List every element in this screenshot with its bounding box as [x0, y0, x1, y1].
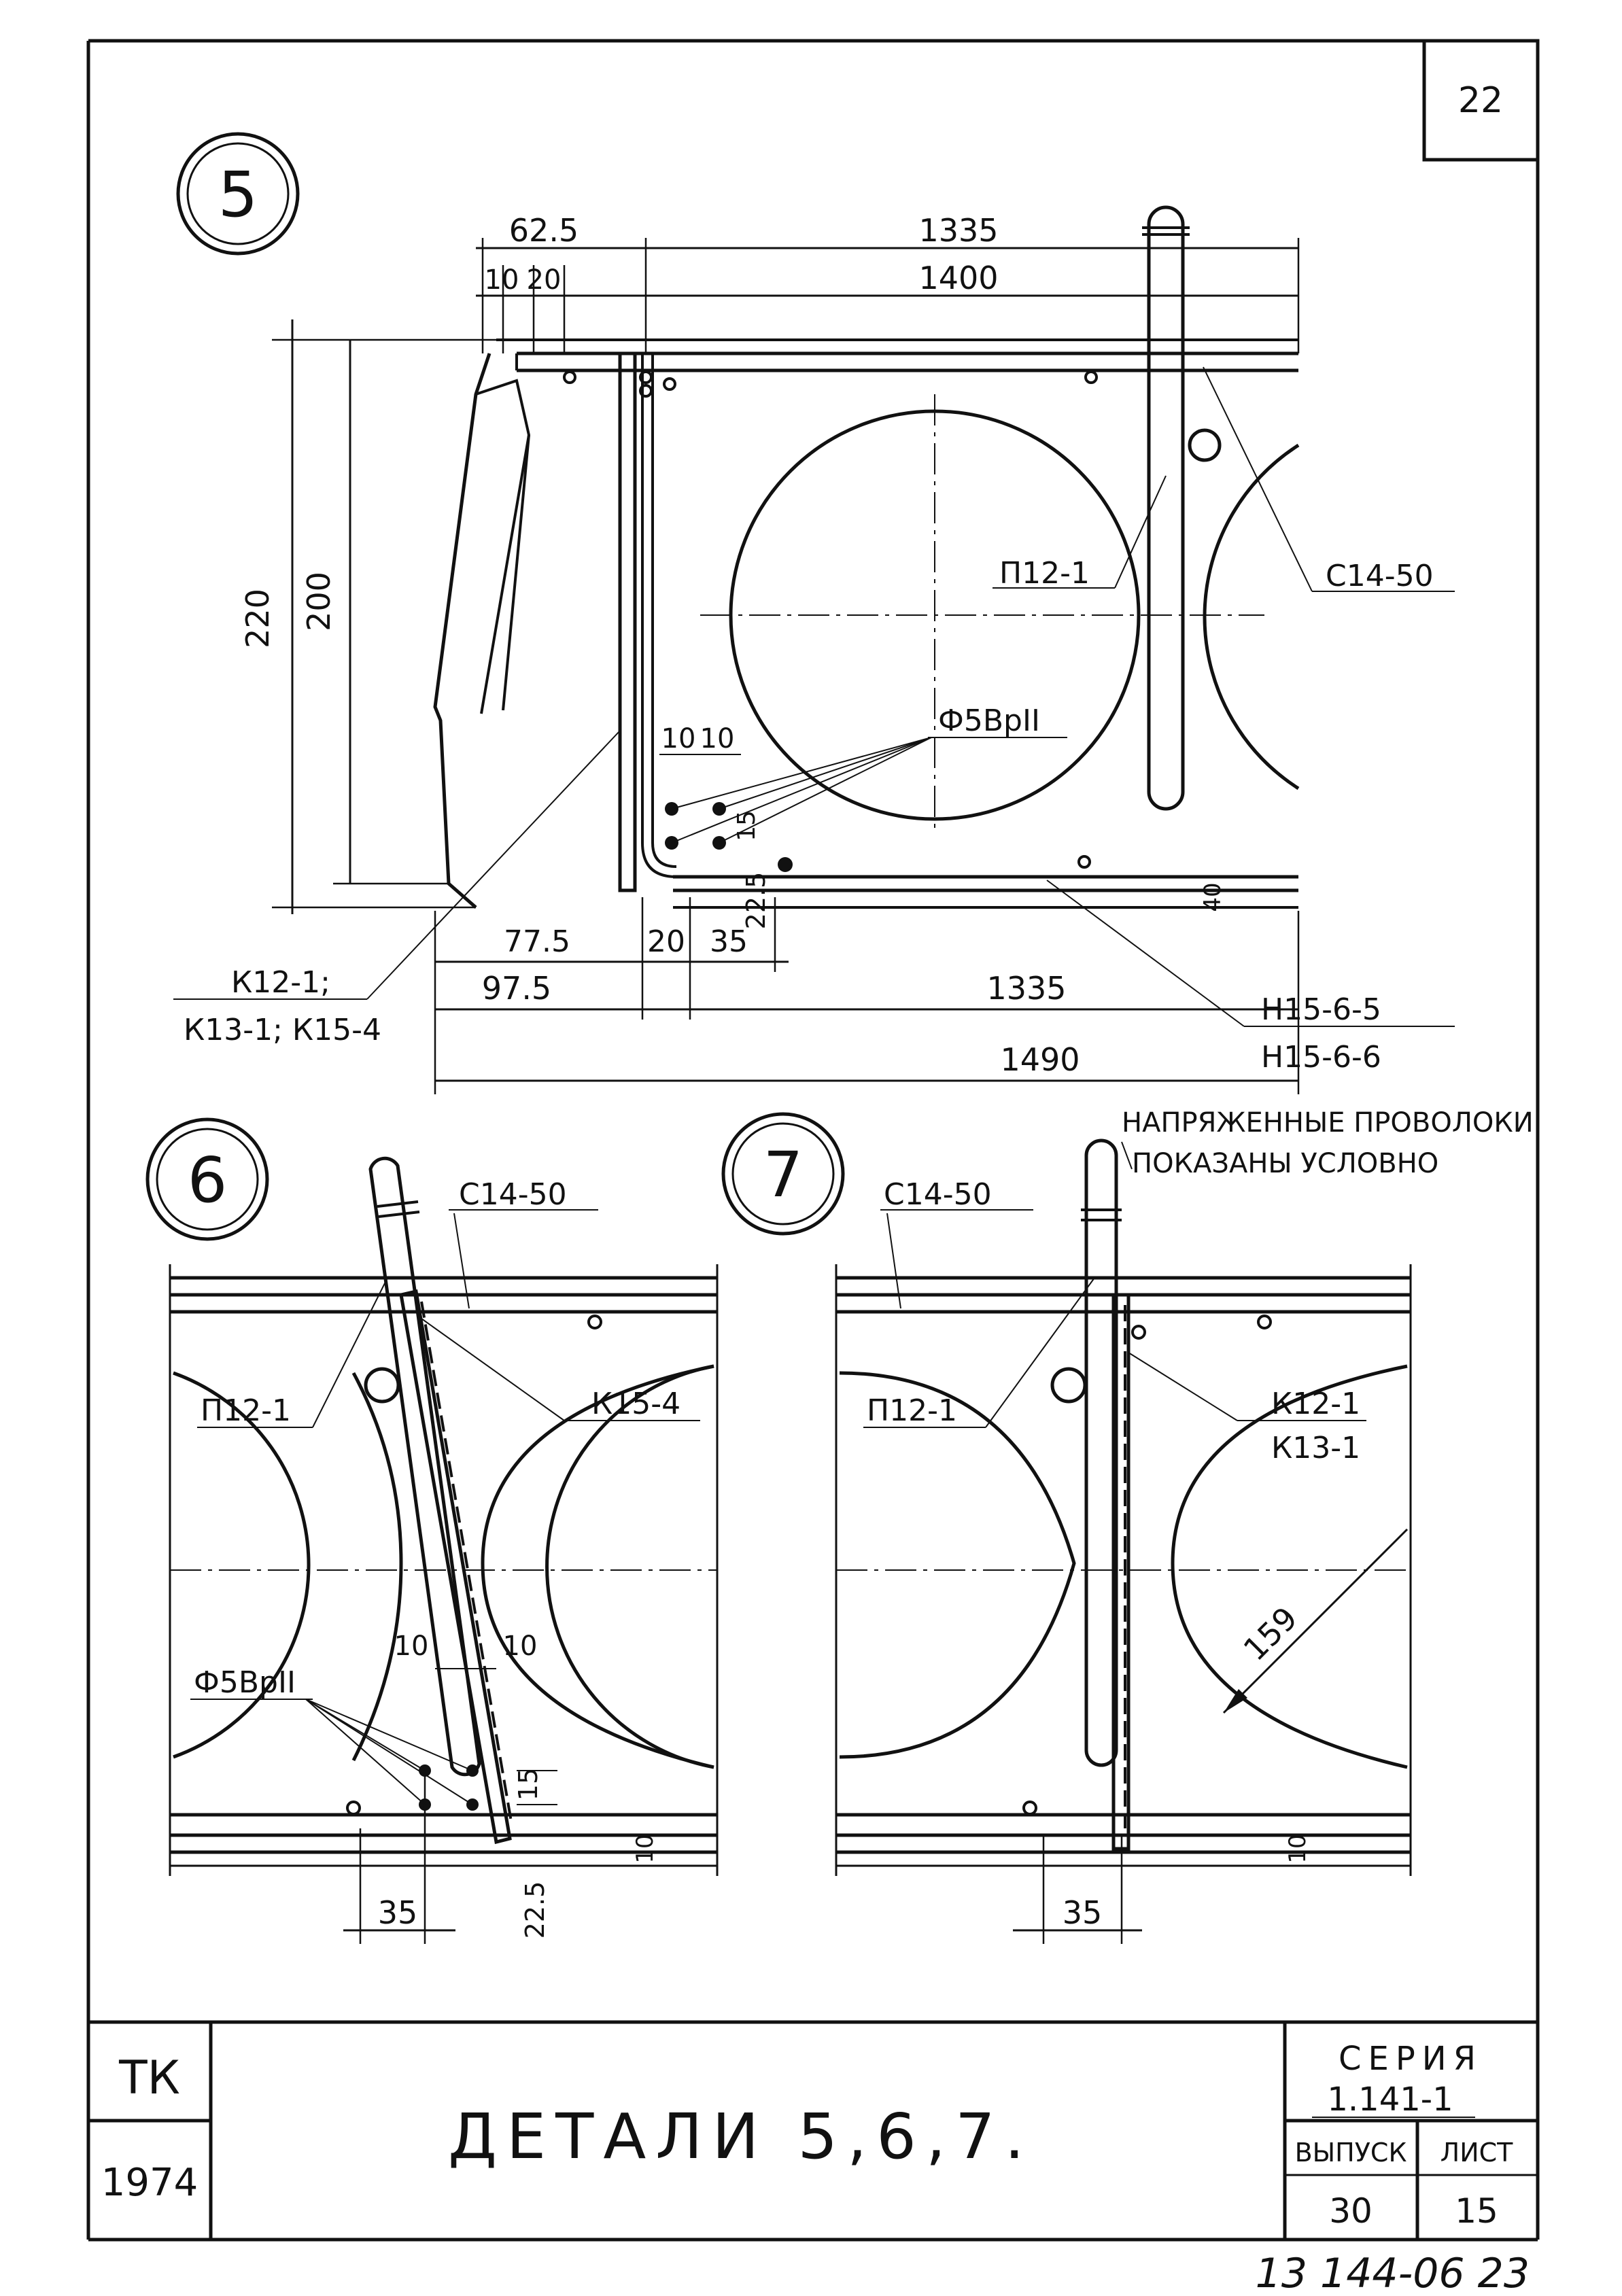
detail-7-number: 7	[763, 1138, 804, 1211]
dim-1400: 1400	[918, 260, 998, 296]
sheet-frame	[86, 39, 1540, 2242]
sheet-label: ЛИСТ	[1440, 2138, 1514, 2168]
note-line-2: ПОКАЗАНЫ УСЛОВНО	[1132, 1148, 1438, 1179]
label-7-c14-50: С14-50	[884, 1177, 992, 1212]
detail-5-tapered-end	[433, 353, 531, 909]
label-c14-50: С14-50	[1326, 559, 1434, 593]
title-block: ТК 1974 ДЕТАЛИ 5,6,7. СЕРИЯ 1.141-1 ВЫПУ…	[88, 2020, 1538, 2240]
detail-6-wires	[419, 1764, 479, 1811]
issue-label: ВЫПУСК	[1295, 2138, 1407, 2168]
detail-7-labels: С14-50 П12-1 К12-1 К13-1	[863, 1177, 1366, 1465]
dim-77-5: 77.5	[504, 924, 570, 959]
dim-10-a: 10	[661, 723, 696, 754]
page-number-box: 22	[1422, 39, 1540, 162]
detail-7-chords	[835, 1264, 1412, 1876]
dim-7-159: 159	[1237, 1600, 1305, 1668]
label-6-c14-50: С14-50	[459, 1177, 567, 1212]
detail-5-labels: П12-1 С14-50 Ф5ВрII К12-1; К13-1; К15-4 …	[173, 366, 1455, 1075]
dim-6-22-5: 22.5	[520, 1881, 550, 1939]
detail-5-loop	[1142, 205, 1222, 811]
label-7-k13-1: К13-1	[1271, 1431, 1360, 1465]
dim-200: 200	[300, 572, 337, 631]
dim-10-b: 10	[700, 723, 735, 754]
label-wire-5: Ф5ВрII	[938, 703, 1040, 738]
drawing-title: ДЕТАЛИ 5,6,7.	[448, 2100, 1034, 2173]
dim-1335-top: 1335	[918, 212, 998, 249]
dim-62-5: 62.5	[509, 212, 579, 249]
detail-5-marker: 5	[176, 132, 300, 256]
dim-22-5-bottom: 22.5	[741, 872, 771, 930]
dim-220: 220	[239, 589, 276, 648]
dim-20-bottom: 20	[647, 924, 685, 959]
label-6-k15-4: К15-4	[591, 1387, 680, 1421]
dim-10-top: 10	[485, 264, 519, 296]
label-6-p12-1: П12-1	[201, 1393, 291, 1428]
detail-5-web-openings	[700, 394, 1300, 829]
series-label: СЕРИЯ	[1339, 2040, 1483, 2078]
note-line-1: НАПРЯЖЕННЫЕ ПРОВОЛОКИ	[1122, 1107, 1534, 1138]
issue-value: 30	[1329, 2191, 1373, 2231]
dim-7-35: 35	[1063, 1894, 1103, 1931]
dim-1490: 1490	[1000, 1041, 1080, 1078]
label-h15-6-5: Н15-6-5	[1261, 992, 1381, 1027]
detail-6-inclined-plate	[399, 1289, 513, 1845]
dim-6-10c: 10	[632, 1834, 659, 1863]
series-value: 1.141-1	[1327, 2081, 1453, 2119]
detail-7: 7 НАПРЯЖЕННЫЕ ПРОВОЛОКИ ПОКАЗАНЫ УСЛОВНО	[721, 1107, 1534, 1944]
dim-6-10a: 10	[394, 1631, 429, 1662]
dim-40: 40	[1199, 882, 1226, 911]
detail-7-marker: 7	[721, 1112, 845, 1236]
dim-35-bottom: 35	[710, 924, 748, 959]
dim-7-10: 10	[1284, 1834, 1311, 1863]
dim-20-top: 20	[527, 264, 562, 296]
detail-5-end-plate	[618, 351, 677, 892]
detail-5-number: 5	[218, 158, 258, 231]
label-h15-6-6: Н15-6-6	[1261, 1040, 1381, 1075]
page-number: 22	[1458, 80, 1503, 121]
label-7-k12-1: К12-1	[1271, 1387, 1360, 1421]
label-6-wire: Ф5ВрII	[194, 1665, 296, 1700]
detail-5-bottom-chord	[673, 855, 1298, 909]
detail-5-top-chord	[496, 338, 1298, 391]
handwritten-footer: 13 144-06 23	[1256, 2250, 1530, 2296]
detail-7-dimensions: 35 10	[1013, 1834, 1326, 1944]
detail-5: 5	[173, 132, 1455, 1094]
dim-15: 15	[733, 810, 761, 841]
dim-6-15: 15	[513, 1768, 543, 1801]
detail-6-loop	[368, 1156, 481, 1777]
dim-97-5: 97.5	[482, 970, 551, 1007]
dim-1335-bottom: 1335	[986, 970, 1066, 1007]
label-p12-1: П12-1	[999, 556, 1090, 591]
detail-6-number: 6	[188, 1144, 228, 1217]
title-org: ТК	[118, 2051, 180, 2105]
detail-6: 6	[145, 1117, 719, 1944]
dim-6-35: 35	[378, 1894, 418, 1931]
label-k12-line2: К13-1; К15-4	[184, 1013, 381, 1047]
detail-7-loop	[1081, 1138, 1122, 1767]
detail-6-web-openings	[170, 1364, 717, 1769]
detail-5-dimensions: 62.5 1335 10 20 1400 220 200 77.5 20 35	[239, 212, 1300, 1094]
title-year: 1974	[101, 2161, 199, 2205]
dim-6-10b: 10	[503, 1631, 538, 1662]
detail-6-dimensions: 35 22.5 15 10 10 10	[343, 1631, 673, 1944]
detail-6-labels: С14-50 П12-1 К15-4 Ф5ВрII	[190, 1177, 700, 1805]
detail-7-note: НАПРЯЖЕННЫЕ ПРОВОЛОКИ ПОКАЗАНЫ УСЛОВНО	[1121, 1107, 1534, 1179]
label-k12-line1: К12-1;	[231, 965, 330, 1000]
label-7-p12-1: П12-1	[867, 1393, 957, 1428]
detail-6-marker: 6	[145, 1117, 269, 1241]
sheet-value: 15	[1455, 2191, 1498, 2231]
